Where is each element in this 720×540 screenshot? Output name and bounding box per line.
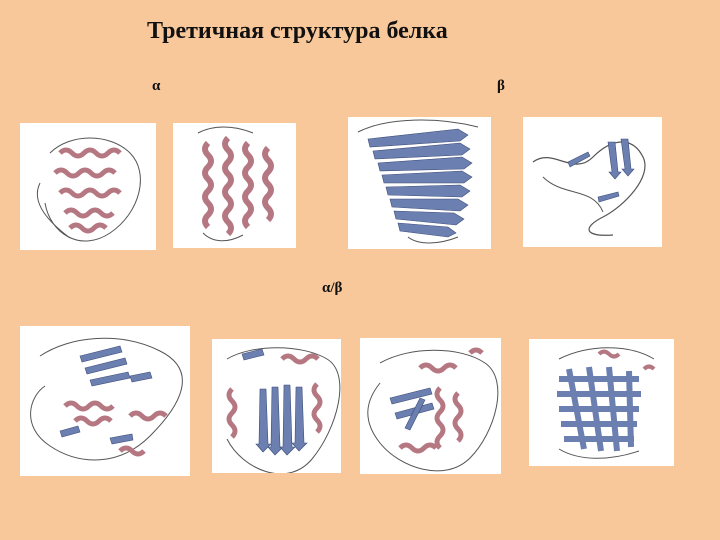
protein-image-alpha-beta-3: [360, 338, 501, 474]
label-alpha: α: [152, 78, 161, 94]
protein-image-alpha-2: [173, 123, 296, 248]
protein-image-alpha-1: [20, 123, 156, 250]
protein-image-beta-1: [348, 117, 491, 249]
protein-image-alpha-beta-2: [212, 339, 341, 473]
label-alpha-beta: α/β: [322, 280, 343, 296]
label-beta: β: [497, 78, 505, 94]
protein-image-beta-2: [523, 117, 662, 247]
slide-title: Третичная структура белка: [147, 18, 448, 44]
protein-image-alpha-beta-1: [20, 326, 190, 476]
protein-image-alpha-beta-4: [529, 339, 674, 466]
